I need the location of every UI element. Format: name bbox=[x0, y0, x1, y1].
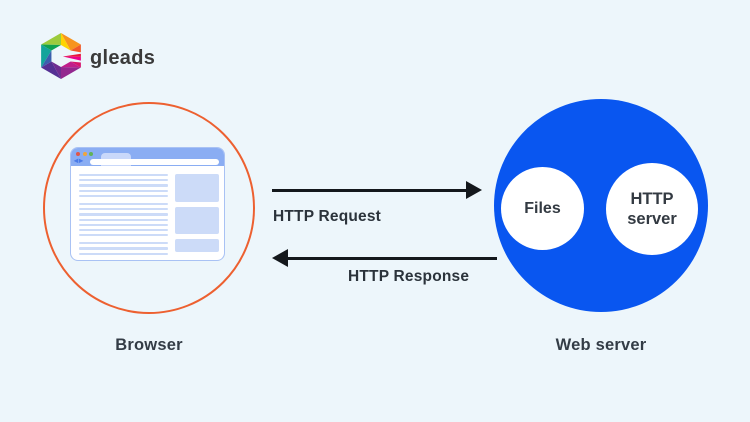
browser-label: Browser bbox=[115, 336, 183, 354]
skeleton-sidebar-column bbox=[175, 174, 219, 255]
skeleton-paragraph bbox=[79, 174, 168, 197]
text-line bbox=[79, 202, 168, 206]
browser-window-illustration: ◂ ▸ bbox=[70, 147, 225, 261]
http-server-label-line2: server bbox=[627, 210, 677, 228]
text-line bbox=[79, 242, 168, 245]
forward-icon: ▸ bbox=[79, 155, 84, 165]
browser-circle bbox=[43, 102, 255, 314]
thumbnail-rect bbox=[175, 239, 219, 252]
text-line bbox=[79, 208, 168, 211]
http-request-arrow-line bbox=[272, 188, 466, 192]
traffic-light-yellow-icon bbox=[82, 151, 87, 156]
http-server-label-line1: HTTP bbox=[630, 190, 674, 208]
files-circle: Files bbox=[501, 167, 584, 250]
gleads-logo: gleads bbox=[38, 32, 155, 80]
address-bar bbox=[90, 158, 219, 165]
text-line bbox=[79, 174, 168, 177]
http-request-arrowhead-icon bbox=[466, 180, 482, 199]
traffic-light-green-icon bbox=[89, 151, 93, 156]
hexagon-g-icon bbox=[41, 33, 81, 79]
web-server-label: Web server bbox=[555, 336, 647, 354]
text-line bbox=[79, 218, 168, 221]
text-line bbox=[79, 252, 168, 255]
thumbnail-rect bbox=[175, 207, 219, 234]
skeleton-paragraph bbox=[79, 242, 168, 255]
http-response-arrowhead-icon bbox=[272, 248, 288, 267]
http-server-circle: HTTP server bbox=[606, 163, 698, 255]
text-line bbox=[79, 223, 168, 226]
skeleton-paragraph bbox=[79, 202, 168, 237]
http-request-label: HTTP Request bbox=[273, 208, 382, 225]
back-icon: ◂ bbox=[74, 155, 79, 165]
files-label: Files bbox=[524, 199, 561, 217]
thumbnail-rect bbox=[175, 174, 219, 202]
traffic-lights bbox=[76, 151, 93, 156]
text-line bbox=[79, 189, 168, 192]
text-line bbox=[79, 234, 168, 237]
text-line bbox=[79, 179, 168, 182]
text-line bbox=[79, 213, 168, 216]
text-line bbox=[79, 247, 168, 250]
text-line bbox=[79, 184, 168, 187]
text-line bbox=[79, 194, 168, 197]
http-response-arrow-line bbox=[288, 256, 497, 260]
brand-text: gleads bbox=[90, 46, 156, 69]
traffic-light-red-icon bbox=[76, 151, 80, 156]
browser-page-skeleton bbox=[79, 174, 219, 255]
browser-titlebar: ◂ ▸ bbox=[71, 148, 224, 166]
browser-nav-arrows: ◂ ▸ bbox=[74, 155, 84, 165]
skeleton-text-column bbox=[79, 174, 168, 255]
http-response-label: HTTP Response bbox=[348, 268, 470, 285]
text-line bbox=[79, 228, 168, 232]
